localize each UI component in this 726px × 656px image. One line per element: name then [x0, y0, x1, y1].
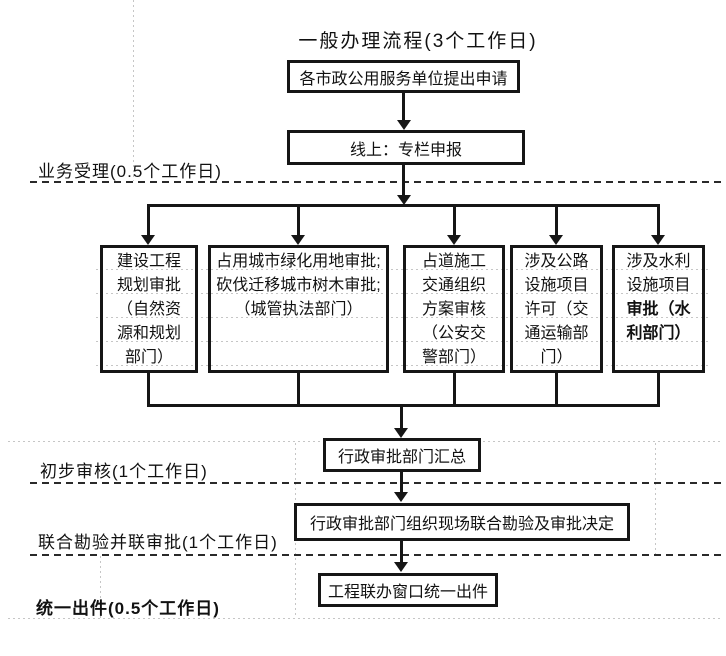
node-planning-approval: 建设工程 规划审批 （自然资 源和规划 部门）: [100, 245, 198, 373]
grid-line-horizontal: [96, 317, 708, 318]
drop-line-5: [657, 206, 660, 235]
arrowhead-drop-2: [291, 235, 305, 245]
grid-line-horizontal: [96, 365, 708, 366]
grid-line-horizontal: [96, 341, 708, 342]
arrowhead-drop-4: [549, 235, 563, 245]
arrowhead-apply-online: [397, 120, 411, 130]
grid-line-vertical: [655, 443, 656, 554]
branch-line: [147, 204, 660, 207]
node-summary: 行政审批部门汇总: [323, 438, 481, 472]
connector-joint-output: [400, 541, 403, 562]
arrowhead-drop-5: [651, 235, 665, 245]
arrowhead-drop-1: [141, 235, 155, 245]
drop-line-1: [147, 206, 150, 235]
rise-line-3: [453, 372, 456, 406]
stage-divider-2: [30, 482, 722, 484]
rise-line-4: [555, 372, 558, 406]
stage-divider-3: [30, 554, 722, 556]
node-online-declare: 线上：专栏申报: [287, 130, 525, 165]
connector-online-branch: [402, 165, 405, 196]
page-title: 一般办理流程(3个工作日): [298, 31, 538, 52]
connector-summary-joint: [400, 472, 403, 493]
node-joint-inspection: 行政审批部门组织现场联合勘验及审批决定: [294, 503, 630, 541]
rise-line-5: [657, 372, 660, 406]
grid-line-horizontal: [96, 269, 708, 270]
arrowhead-joint-output: [394, 562, 408, 572]
stage-label-acceptance: 业务受理(0.5个工作日): [38, 162, 222, 181]
arrowhead-online-branch: [397, 195, 411, 205]
stage-label-unified-output: 统一出件(0.5个工作日): [36, 599, 220, 618]
grid-line-horizontal: [8, 618, 720, 619]
arrowhead-collector-summary: [394, 428, 408, 438]
stage-label-joint-inspection: 联合勘验并联审批(1个工作日): [38, 533, 278, 552]
stage-divider-1: [30, 181, 722, 183]
arrowhead-drop-3: [447, 235, 461, 245]
connector-collector-summary: [400, 406, 403, 428]
node-apply: 各市政公用服务单位提出申请: [287, 60, 520, 93]
connector-apply-online: [402, 92, 405, 121]
collector-line: [147, 404, 660, 407]
node-water-approval-text: 涉及水利 设施项目: [626, 253, 691, 294]
node-highway-permit: 涉及公路 设施项目 许可（交 通运输部 门）: [510, 245, 603, 373]
node-greening-approval: 占用城市绿化用地审批; 砍伐迁移城市树木审批; （城管执法部门）: [208, 245, 389, 373]
grid-line-vertical: [100, 556, 101, 618]
drop-line-4: [555, 206, 558, 235]
grid-line-horizontal: [96, 293, 708, 294]
node-traffic-plan-review: 占道施工 交通组织 方案审核 （公安交 警部门）: [403, 245, 505, 373]
grid-line-vertical: [133, 0, 134, 181]
stage-label-preliminary-review: 初步审核(1个工作日): [40, 462, 208, 481]
node-water-approval: 涉及水利 设施项目 审批（水 利部门）: [612, 245, 705, 373]
drop-line-2: [297, 206, 300, 235]
drop-line-3: [453, 206, 456, 235]
node-unified-output: 工程联办窗口统一出件: [318, 573, 498, 607]
rise-line-1: [147, 372, 150, 406]
rise-line-2: [297, 372, 300, 406]
node-water-approval-text-bold: 审批（水 利部门）: [626, 301, 691, 342]
arrowhead-summary-joint: [394, 492, 408, 502]
